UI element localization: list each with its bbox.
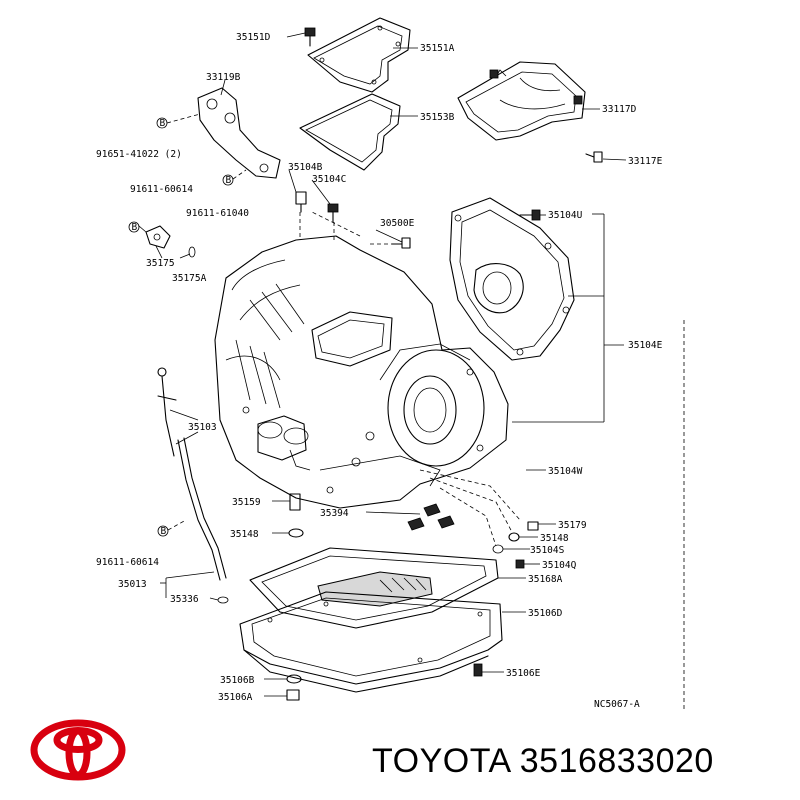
svg-text:B: B [132,222,138,233]
diagram-code: NC5067-A [594,699,640,710]
oring-35148 [288,528,304,538]
label-35179: 35179 [558,520,587,531]
oil-pan-35106d [239,591,503,693]
label-35336: 35336 [170,594,199,605]
bolt-35151d [304,27,316,47]
strainer-35168a [249,547,499,629]
label-35104c: 35104C [312,174,346,185]
label-35106a: 35106A [218,692,253,703]
cover-plate-35151a [307,17,411,93]
sensor-35104c [327,203,339,223]
label-33117e: 33117E [628,156,663,167]
label-35104e: 35104E [628,340,663,351]
pipe-35159 [289,493,301,511]
sensor-35175 [145,225,196,258]
extension-housing-35104e [449,197,575,361]
label-35151a: 35151A [420,43,455,54]
label-91651: 91651-41022 (2) [96,149,182,160]
label-35013: 35013 [118,579,147,590]
label-35175: 35175 [146,258,175,269]
label-33117d: 33117D [602,104,637,115]
leader-lines [138,32,685,712]
label-35153b: 35153B [420,112,455,123]
label-35106d: 35106D [528,608,563,619]
bolt-35104b [295,191,307,213]
label-30500e: 30500E [380,218,415,229]
bracket-33119b [197,87,281,179]
toyota-logo-icon [30,719,126,781]
label-35151d: 35151D [236,32,271,43]
label-35168a: 35168A [528,574,563,585]
label-35394: 35394 [320,508,349,519]
label-35106b: 35106B [220,675,255,686]
filler-tube-35013 [177,437,229,604]
svg-text:B: B [161,526,167,537]
label-91611a: 91611-60614 [130,184,193,195]
label-33119b: 33119B [206,72,241,83]
label-35159: 35159 [232,497,261,508]
label-35104w: 35104W [548,466,583,477]
label-35175a: 35175A [172,273,207,284]
svg-text:B: B [226,175,232,186]
part-labels: 35151D 35151A 33119B 35153B 33117D 91651… [96,32,663,710]
shroud-33117d [457,61,586,141]
svg-text:B: B [160,118,166,129]
magnets-35394 [407,503,455,531]
gasket-35153b [299,93,401,171]
label-35104u: 35104U [548,210,583,221]
brand-part-caption: TOYOTA 3516833020 [372,742,714,780]
drain-plug-parts [286,663,483,701]
bolt-35104u [519,209,541,221]
label-35104q: 35104Q [542,560,577,571]
label-35106e: 35106E [506,668,541,679]
label-35148-right: 35148 [540,533,569,544]
bolt-30500e [391,237,411,249]
label-91611c: 91611-60614 [96,557,159,568]
label-91611b: 91611-61040 [186,208,249,219]
bolt-33117e [585,151,603,163]
dipstick-35103 [157,367,177,457]
label-35103: 35103 [188,422,217,433]
transaxle-case [214,235,509,509]
label-35148-left: 35148 [230,529,259,540]
label-35104b: 35104B [288,162,323,173]
label-35104s: 35104S [530,545,565,556]
